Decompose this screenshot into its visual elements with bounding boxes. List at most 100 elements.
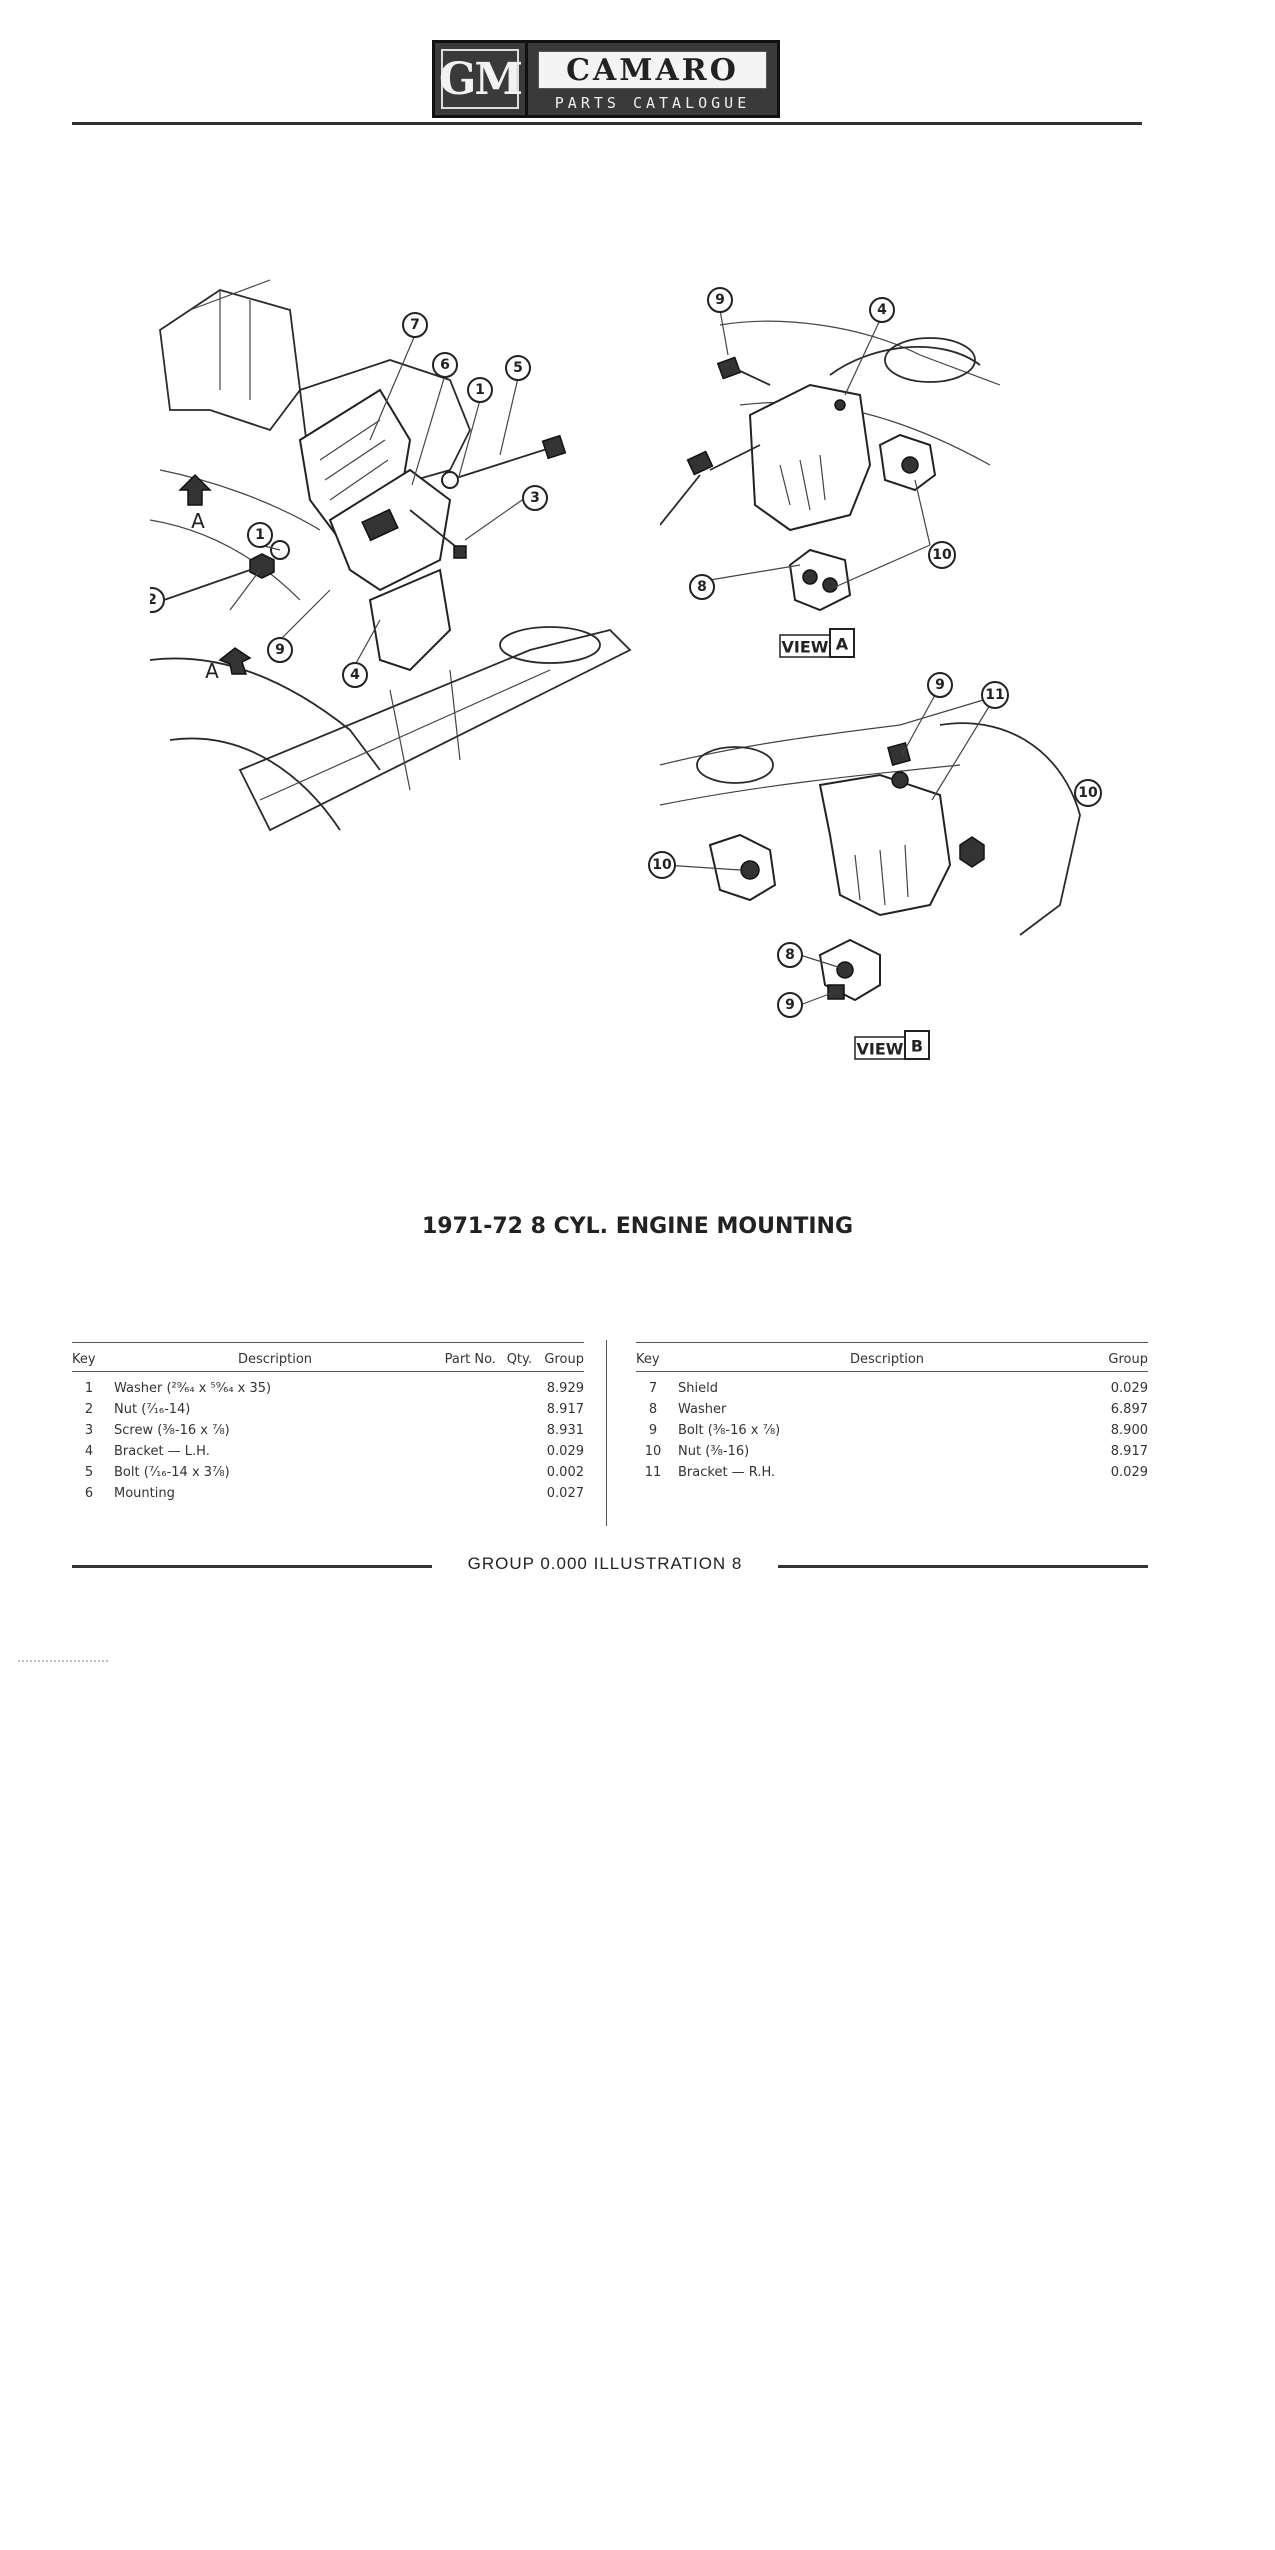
svg-text:A: A xyxy=(836,635,849,654)
cell-key: 3 xyxy=(84,1423,94,1438)
header-key: Key xyxy=(72,1351,96,1367)
view-b-callout-8: 8 xyxy=(777,942,803,968)
view-b-callout-9-top: 9 xyxy=(927,672,953,698)
svg-text:10: 10 xyxy=(932,547,952,563)
table-row: 4 Bracket — L.H. 0.029 xyxy=(72,1441,584,1462)
engine-mount-main-diagram: A A 7 6 1 5 3 1 2 9 4 xyxy=(150,270,650,860)
callout-1-left: 1 xyxy=(247,522,273,548)
scan-specks xyxy=(18,1660,108,1664)
table-header: Key Description Group xyxy=(636,1349,1148,1369)
svg-text:9: 9 xyxy=(785,997,795,1013)
svg-text:9: 9 xyxy=(935,677,945,693)
catalogue-logo: GM CAMARO PARTS CATALOGUE xyxy=(432,40,780,118)
header-description: Description xyxy=(849,1351,925,1367)
cell-description: Bolt (⁷⁄₁₆-14 x 3⅞) xyxy=(114,1465,230,1480)
cell-key: 11 xyxy=(644,1465,662,1480)
callout-7: 7 xyxy=(402,312,428,338)
cell-key: 4 xyxy=(84,1444,94,1459)
table-top-rule xyxy=(636,1342,1148,1343)
illustration-caption: 1971-72 8 CYL. ENGINE MOUNTING xyxy=(421,1214,854,1239)
catalogue-subtitle: PARTS CATALOGUE xyxy=(554,94,751,112)
cell-group: 8.917 xyxy=(546,1402,584,1417)
gm-logo: GM xyxy=(432,40,528,118)
footer-rule-right xyxy=(778,1565,1148,1568)
cell-group: 6.897 xyxy=(1110,1402,1148,1417)
callout-6: 6 xyxy=(432,352,458,378)
table-row: 1 Washer (²⁹⁄₆₄ x ⁵⁹⁄₆₄ x 35) 8.929 xyxy=(72,1378,584,1399)
svg-text:10: 10 xyxy=(652,857,672,873)
cell-description: Bolt (⅜-16 x ⅞) xyxy=(678,1423,781,1438)
svg-text:2: 2 xyxy=(150,592,157,608)
footer-rule-left xyxy=(72,1565,432,1568)
svg-text:10: 10 xyxy=(1078,785,1098,801)
table-header-rule xyxy=(72,1371,584,1372)
cell-key: 6 xyxy=(84,1486,94,1501)
svg-text:5: 5 xyxy=(513,360,523,376)
cell-key: 8 xyxy=(648,1402,658,1417)
catalogue-title: CAMARO xyxy=(538,51,767,89)
svg-text:6: 6 xyxy=(440,357,450,373)
callout-4: 4 xyxy=(342,662,368,688)
svg-text:3: 3 xyxy=(530,490,540,506)
view-a-callout-10: 10 xyxy=(928,541,956,569)
view-a-arrow-label: A xyxy=(205,659,219,683)
view-b-arrow-label: A xyxy=(191,509,205,533)
svg-text:1: 1 xyxy=(255,527,265,543)
view-a-diagram: 9 4 10 8 VIEW A xyxy=(660,265,1020,665)
view-b-callout-11: 11 xyxy=(981,681,1009,709)
catalogue-title-block: CAMARO PARTS CATALOGUE xyxy=(528,40,780,118)
table-column-divider xyxy=(606,1340,607,1526)
cell-description: Mounting xyxy=(114,1486,175,1501)
callout-1-top: 1 xyxy=(467,377,493,403)
cell-group: 0.029 xyxy=(546,1444,584,1459)
callout-5: 5 xyxy=(505,355,531,381)
callout-2: 2 xyxy=(150,587,165,613)
header-divider xyxy=(72,122,1142,125)
cell-group: 0.029 xyxy=(1110,1465,1148,1480)
cell-description: Screw (⅜-16 x ⅞) xyxy=(114,1423,230,1438)
header-part-no: Part No. xyxy=(444,1351,496,1367)
view-b-label: VIEW B xyxy=(854,1030,930,1060)
cell-description: Washer (²⁹⁄₆₄ x ⁵⁹⁄₆₄ x 35) xyxy=(114,1381,272,1396)
table-top-rule xyxy=(72,1342,584,1343)
parts-table-right: Key Description Group 7 Shield 0.029 8 Washe… xyxy=(636,1342,1148,1483)
callout-9: 9 xyxy=(267,637,293,663)
gm-logo-text: GM xyxy=(439,49,523,109)
svg-text:7: 7 xyxy=(410,317,420,333)
view-a-callout-8: 8 xyxy=(689,574,715,600)
cell-group: 8.929 xyxy=(546,1381,584,1396)
header-key: Key xyxy=(636,1351,660,1367)
view-a-callout-4: 4 xyxy=(869,297,895,323)
svg-text:VIEW: VIEW xyxy=(857,1040,904,1059)
view-a-callout-9: 9 xyxy=(707,287,733,313)
header-group: Group xyxy=(544,1351,584,1367)
cell-description: Nut (⅜-16) xyxy=(678,1444,750,1459)
svg-text:8: 8 xyxy=(697,579,707,595)
view-b-callout-10-right: 10 xyxy=(1074,779,1102,807)
cell-description: Shield xyxy=(678,1381,718,1396)
view-b-callout-10-left: 10 xyxy=(648,851,676,879)
table-row: 7 Shield 0.029 xyxy=(636,1378,1148,1399)
view-b-callout-9-bottom: 9 xyxy=(777,992,803,1018)
cell-description: Bracket — L.H. xyxy=(114,1444,210,1459)
svg-text:9: 9 xyxy=(275,642,285,658)
cell-key: 10 xyxy=(644,1444,662,1459)
cell-key: 9 xyxy=(648,1423,658,1438)
cell-key: 1 xyxy=(84,1381,94,1396)
cell-description: Washer xyxy=(678,1402,727,1417)
cell-description: Nut (⁷⁄₁₆-14) xyxy=(114,1402,191,1417)
cell-key: 7 xyxy=(648,1381,658,1396)
svg-text:8: 8 xyxy=(785,947,795,963)
cell-group: 0.029 xyxy=(1110,1381,1148,1396)
table-row: 8 Washer 6.897 xyxy=(636,1399,1148,1420)
header-description: Description xyxy=(237,1351,313,1367)
svg-text:4: 4 xyxy=(877,302,887,318)
svg-text:11: 11 xyxy=(985,687,1004,703)
